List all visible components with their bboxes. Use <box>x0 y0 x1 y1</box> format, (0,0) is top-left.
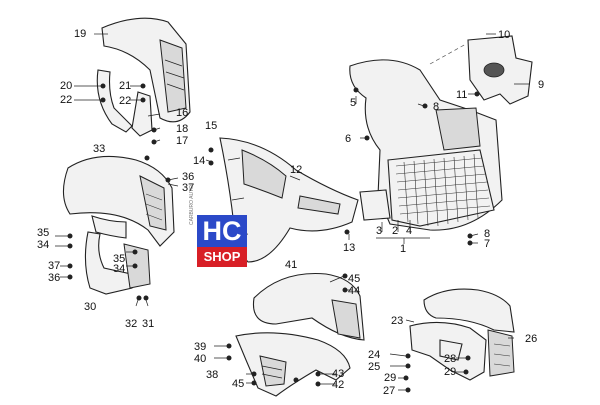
logo-side-text: CARBURO AUTO <box>189 185 195 225</box>
logo-hc-text: HC <box>197 215 247 247</box>
callout-15: 15 <box>205 120 217 132</box>
callout-10: 10 <box>498 29 510 41</box>
callout-11: 11 <box>456 89 467 101</box>
callout-28: 28 <box>444 353 456 365</box>
callout-44: 44 <box>348 285 360 297</box>
part-group-top-left <box>94 17 191 137</box>
callout-27: 27 <box>383 385 395 397</box>
callout-33: 33 <box>93 143 105 155</box>
callout-43: 43 <box>332 368 344 380</box>
callout-20: 20 <box>60 80 72 92</box>
callout-18: 18 <box>176 123 188 135</box>
callout-42: 42 <box>332 379 344 391</box>
callout-35-second: 35 <box>113 253 125 265</box>
callout-32: 32 <box>125 318 137 330</box>
logo-shop-text: SHOP <box>197 247 247 267</box>
callout-13: 13 <box>343 242 355 254</box>
callout-37: 37 <box>182 182 194 194</box>
callout-1: 1 <box>400 243 406 255</box>
callout-29: 29 <box>444 366 456 378</box>
callout-31: 31 <box>142 318 154 330</box>
callout-8-second: 8 <box>484 228 490 240</box>
part-group-bracket <box>429 35 533 105</box>
callout-19: 19 <box>74 28 86 40</box>
callout-34: 34 <box>37 239 49 251</box>
callout-2: 2 <box>392 225 398 237</box>
callout-21: 21 <box>119 80 131 92</box>
callout-26: 26 <box>525 333 537 345</box>
hardware-markers <box>67 83 480 393</box>
callout-17: 17 <box>176 135 188 147</box>
callout-4: 4 <box>406 225 412 237</box>
callout-labels: 1 2 3 4 5 6 7 8 8 9 10 11 12 13 14 15 16… <box>37 28 544 397</box>
callout-14: 14 <box>193 155 205 167</box>
callout-25: 25 <box>368 361 380 373</box>
callout-22: 22 <box>60 94 72 106</box>
callout-9: 9 <box>538 79 544 91</box>
callout-6: 6 <box>345 133 351 145</box>
part-group-bottom-right <box>409 288 515 381</box>
callout-5: 5 <box>350 97 356 109</box>
callout-30: 30 <box>84 301 96 313</box>
callout-36-second: 36 <box>48 272 60 284</box>
callout-41: 41 <box>285 259 297 271</box>
callout-35: 35 <box>37 227 49 239</box>
callout-38: 38 <box>206 369 218 381</box>
callout-24: 24 <box>368 349 380 361</box>
callout-37-second: 37 <box>48 260 60 272</box>
callout-39: 39 <box>194 341 206 353</box>
part-group-top-right <box>349 59 503 231</box>
callout-45-second: 45 <box>232 378 244 390</box>
callout-23: 23 <box>391 315 403 327</box>
callout-34-second: 34 <box>113 263 125 275</box>
callout-45: 45 <box>348 273 360 285</box>
callout-16: 16 <box>176 107 188 119</box>
callout-3: 3 <box>376 225 382 237</box>
callout-7: 7 <box>484 238 490 250</box>
part-group-bottom-center <box>235 272 365 397</box>
hc-shop-logo: HC SHOP CARBURO AUTO <box>189 185 247 267</box>
callout-12: 12 <box>290 164 302 176</box>
callout-40: 40 <box>194 353 206 365</box>
callout-36: 36 <box>182 171 194 183</box>
leader-lines <box>55 33 530 391</box>
callout-22-second: 22 <box>119 95 131 107</box>
callout-29-second: 29 <box>384 372 396 384</box>
callout-8: 8 <box>433 101 439 113</box>
